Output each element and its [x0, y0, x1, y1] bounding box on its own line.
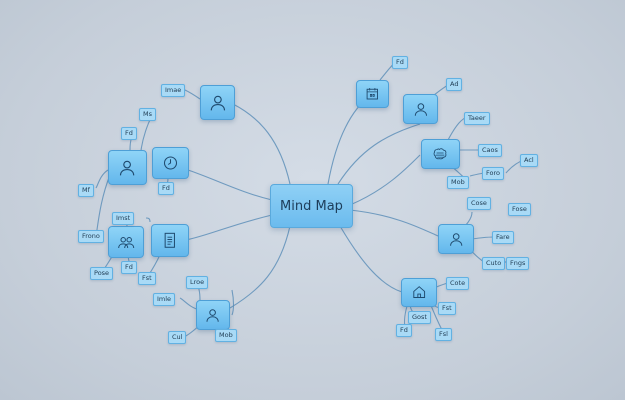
document-icon: [164, 233, 176, 248]
leaf-node[interactable]: Mob: [215, 329, 237, 342]
person-icon: [210, 95, 225, 110]
leaf-node[interactable]: Foro: [482, 167, 504, 180]
leaf-node[interactable]: Fngs: [506, 257, 530, 270]
person-icon: [449, 232, 463, 246]
leaf-node[interactable]: Mf: [78, 184, 94, 197]
leaf-node[interactable]: Taeer: [464, 112, 490, 125]
hub-person-top-left[interactable]: [200, 85, 235, 120]
clock-icon: [163, 156, 178, 170]
leaf-node[interactable]: Lroe: [186, 276, 209, 289]
home-icon: [413, 286, 425, 299]
hub-home-bottom-right[interactable]: [401, 278, 437, 307]
leaf-node[interactable]: Pose: [90, 267, 114, 280]
leaf-node[interactable]: Fst: [438, 302, 456, 315]
hub-person-top-right[interactable]: [403, 94, 438, 124]
brain-icon: [434, 147, 447, 159]
leaf-node[interactable]: Cul: [168, 331, 187, 344]
leaf-node[interactable]: Frono: [78, 230, 104, 243]
leaf-node[interactable]: Imst: [112, 212, 135, 225]
person-icon: [206, 308, 220, 322]
leaf-node[interactable]: Ad: [446, 78, 463, 91]
hub-group-left[interactable]: [108, 226, 144, 258]
leaf-node[interactable]: Imae: [161, 84, 186, 97]
leaf-node[interactable]: Fsl: [435, 328, 452, 341]
leaf-node[interactable]: Fd: [121, 261, 137, 274]
leaf-node[interactable]: Cose: [467, 197, 491, 210]
leaf-node[interactable]: Fst: [138, 272, 156, 285]
leaf-node[interactable]: Caos: [478, 144, 502, 157]
leaf-node[interactable]: Imle: [153, 293, 176, 306]
calendar-icon: [366, 88, 379, 100]
leaf-node[interactable]: Acl: [520, 154, 538, 167]
leaf-node[interactable]: Mob: [447, 176, 469, 189]
leaf-node[interactable]: Fd: [158, 182, 174, 195]
group-icon: [118, 237, 134, 249]
leaf-node[interactable]: Ms: [139, 108, 156, 121]
leaf-node[interactable]: Fare: [492, 231, 514, 244]
hub-person-left[interactable]: [108, 150, 147, 185]
person-icon: [120, 160, 135, 175]
center-node[interactable]: Mind Map: [270, 184, 353, 228]
leaf-node[interactable]: Gost: [408, 311, 431, 324]
hub-calendar-top-right[interactable]: [356, 80, 389, 108]
hub-clock-left[interactable]: [152, 147, 189, 179]
person-icon: [414, 102, 427, 116]
hub-document-left[interactable]: [151, 224, 189, 257]
hub-brain-right[interactable]: [421, 139, 460, 169]
leaf-node[interactable]: Fd: [121, 127, 137, 140]
leaf-node[interactable]: Fd: [392, 56, 408, 69]
leaf-node[interactable]: Fd: [396, 324, 412, 337]
leaf-node[interactable]: Cote: [446, 277, 470, 290]
leaf-node[interactable]: Cuto: [482, 257, 506, 270]
hub-person-right[interactable]: [438, 224, 474, 254]
leaf-node[interactable]: Fose: [508, 203, 531, 216]
center-label: Mind Map: [280, 198, 343, 214]
hub-person-bottom-left[interactable]: [196, 300, 230, 330]
